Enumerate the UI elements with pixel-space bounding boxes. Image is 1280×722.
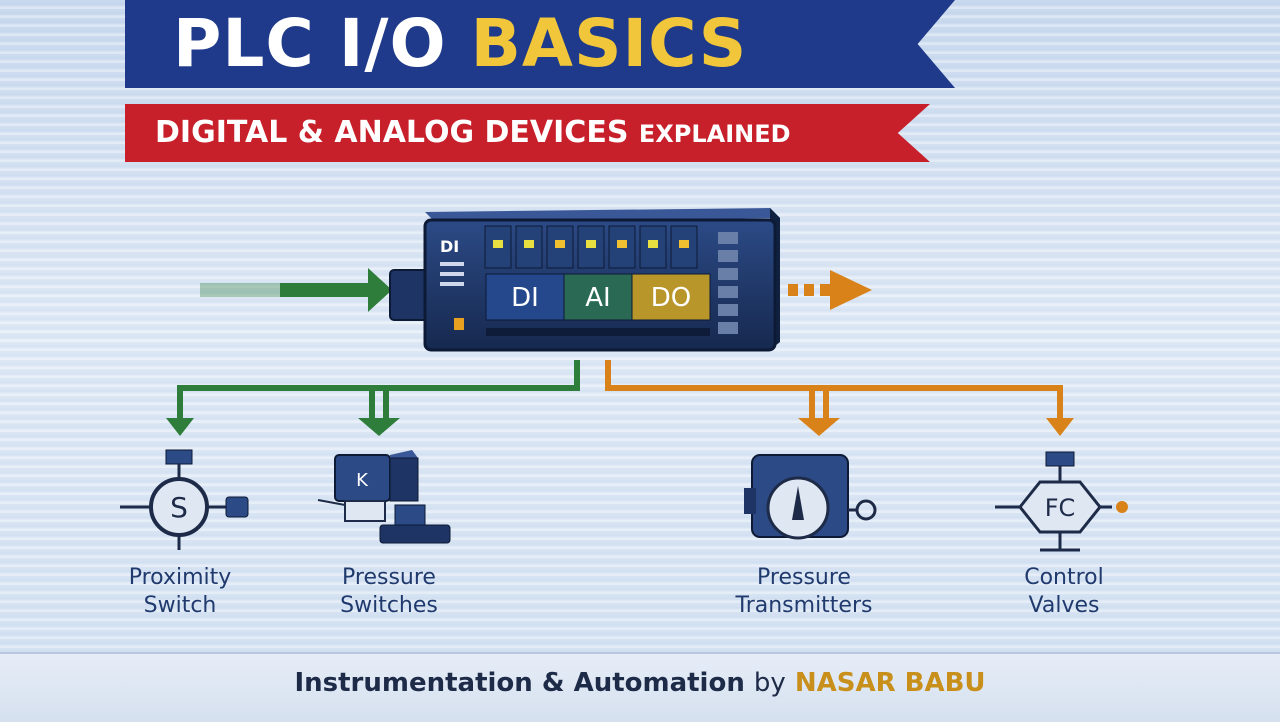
- footer-author: NASAR BABU: [794, 668, 986, 698]
- footer-by: by: [753, 668, 786, 698]
- subtitle-small: EXPLAINED: [638, 120, 791, 148]
- proximity-symbol: S: [170, 491, 188, 524]
- label-line-2: Valves: [1028, 593, 1100, 618]
- footer: Instrumentation & Automation by NASAR BA…: [0, 652, 1280, 722]
- control-valve-icon: FC: [995, 451, 1128, 552]
- module-di: [485, 273, 565, 321]
- proximity-switch-label: Proximity Switch: [80, 564, 280, 620]
- status-led: [586, 240, 596, 248]
- io-slots: [484, 225, 698, 269]
- control-valve-symbol: FC: [1045, 494, 1076, 522]
- footer-text: Instrumentation & Automation: [294, 668, 745, 698]
- label-line-2: Switch: [143, 593, 217, 618]
- label-line-2: Switches: [340, 593, 438, 618]
- status-led: [617, 240, 627, 248]
- module-do: [631, 273, 711, 321]
- pressure-switch-icon: K: [317, 450, 451, 544]
- control-valves-label: Control Valves: [964, 564, 1164, 620]
- status-led: [524, 240, 534, 248]
- page-title: PLC I/O BASICS: [173, 4, 747, 84]
- analog-wiring: [605, 360, 1063, 420]
- pressure-switch-symbol: K: [356, 470, 369, 491]
- output-arrow: [788, 270, 872, 310]
- title-banner: PLC I/O BASICS: [125, 0, 955, 88]
- subtitle-main: DIGITAL & ANALOG DEVICES: [155, 115, 629, 150]
- status-led: [648, 240, 658, 248]
- title-part-2: BASICS: [470, 5, 748, 82]
- module-do-label: DO: [651, 283, 692, 313]
- module-ai: [563, 273, 633, 321]
- subtitle: DIGITAL & ANALOG DEVICES EXPLAINED: [155, 104, 791, 162]
- plc-unit: DI DI AI DO: [389, 208, 780, 352]
- digital-wiring: [177, 360, 580, 420]
- plc-side-label: DI: [440, 237, 459, 256]
- label-line-2: Transmitters: [735, 593, 873, 618]
- label-line-1: Pressure: [757, 565, 851, 590]
- label-line-1: Pressure: [342, 565, 436, 590]
- input-arrow: [200, 268, 392, 312]
- proximity-switch-icon: S: [120, 449, 249, 550]
- label-line-1: Proximity: [128, 565, 232, 590]
- right-terminals: [718, 232, 738, 334]
- module-ai-label: AI: [585, 283, 610, 313]
- subtitle-banner: DIGITAL & ANALOG DEVICES EXPLAINED: [125, 104, 930, 162]
- status-led: [493, 240, 503, 248]
- module-di-label: DI: [511, 283, 539, 313]
- pressure-switches-label: Pressure Switches: [289, 564, 489, 620]
- pressure-transmitters-label: Pressure Transmitters: [704, 564, 904, 620]
- pressure-transmitter-icon: [744, 454, 877, 540]
- label-line-1: Control: [1024, 565, 1104, 590]
- status-led: [555, 240, 565, 248]
- status-led: [679, 240, 689, 248]
- footer-credit: Instrumentation & Automation by NASAR BA…: [0, 668, 1280, 698]
- title-part-1: PLC I/O: [173, 5, 447, 82]
